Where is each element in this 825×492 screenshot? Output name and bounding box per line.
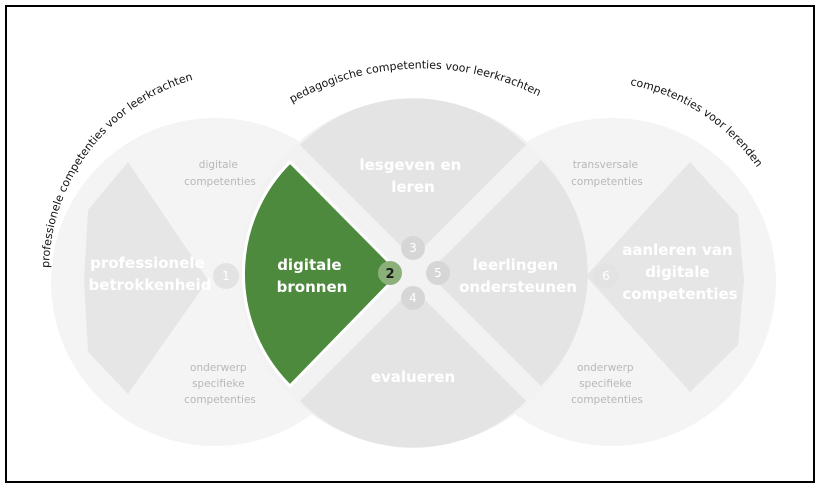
sector-digitale-bronnen[interactable] [241, 159, 403, 389]
right-bottom-label: onderwerp specifieke competenties [571, 362, 643, 406]
number-badge-2 [378, 261, 402, 285]
number-badge-6 [593, 263, 619, 289]
middle-number-2: 2 [385, 267, 394, 282]
left-number: 1 [222, 269, 230, 283]
number-badge-1 [213, 263, 239, 289]
middle-right-label: leerlingen ondersteunen [459, 256, 577, 296]
left-top-label: digitale competenties [184, 159, 256, 188]
sector-evalueren[interactable] [300, 288, 526, 448]
left-main-label: professionele betrokkenheid [89, 254, 212, 294]
sector-aanleren-digitale-competenties[interactable] [586, 162, 744, 392]
middle-circle [239, 99, 587, 447]
sector-leerlingen-ondersteunen[interactable] [428, 160, 588, 386]
middle-number-3: 3 [409, 241, 417, 255]
number-badge-5 [426, 261, 450, 285]
middle-left-label: digitale bronnen [277, 256, 348, 296]
number-badge-3 [401, 236, 425, 260]
left-bottom-label: onderwerp specifieke competenties [184, 362, 256, 406]
right-number: 6 [602, 269, 610, 283]
middle-bottom-label: evalueren [371, 368, 455, 386]
middle-number-5: 5 [434, 266, 442, 280]
middle-number-4: 4 [409, 291, 417, 305]
sector-lesgeven-en-leren[interactable] [300, 98, 526, 259]
middle-top-label: lesgeven en leren [359, 156, 466, 196]
sector-professionele-betrokkenheid[interactable] [84, 162, 208, 394]
number-badge-4 [401, 286, 425, 310]
right-main-label: aanleren van digitale competenties [622, 241, 738, 303]
right-top-label: transversale competenties [571, 159, 643, 188]
